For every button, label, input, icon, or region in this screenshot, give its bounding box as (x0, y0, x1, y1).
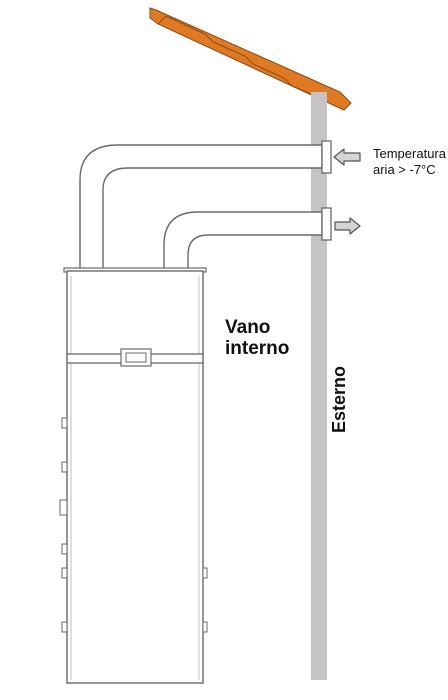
outlet-wall-flange (321, 207, 332, 241)
roof (149, 7, 352, 111)
control-panel (120, 348, 152, 367)
exterior-wall (311, 92, 327, 680)
arrow-left-icon (333, 148, 361, 166)
air-intake-duct (79, 140, 332, 273)
temperature-label-line1: Temperatura (373, 146, 447, 161)
water-heater-unit (59, 267, 208, 684)
air-outlet-duct (163, 207, 332, 271)
right-side-fittings (202, 567, 208, 633)
indoor-room-label-line1: Vano (225, 317, 270, 338)
indoor-room-label-line2: interno (225, 338, 289, 359)
left-side-fittings (59, 417, 68, 633)
arrow-right-icon (334, 217, 361, 235)
temperature-label-line2: aria > -7°C (373, 162, 436, 177)
outdoor-label: Esterno (329, 366, 349, 433)
intake-wall-flange (321, 140, 332, 174)
